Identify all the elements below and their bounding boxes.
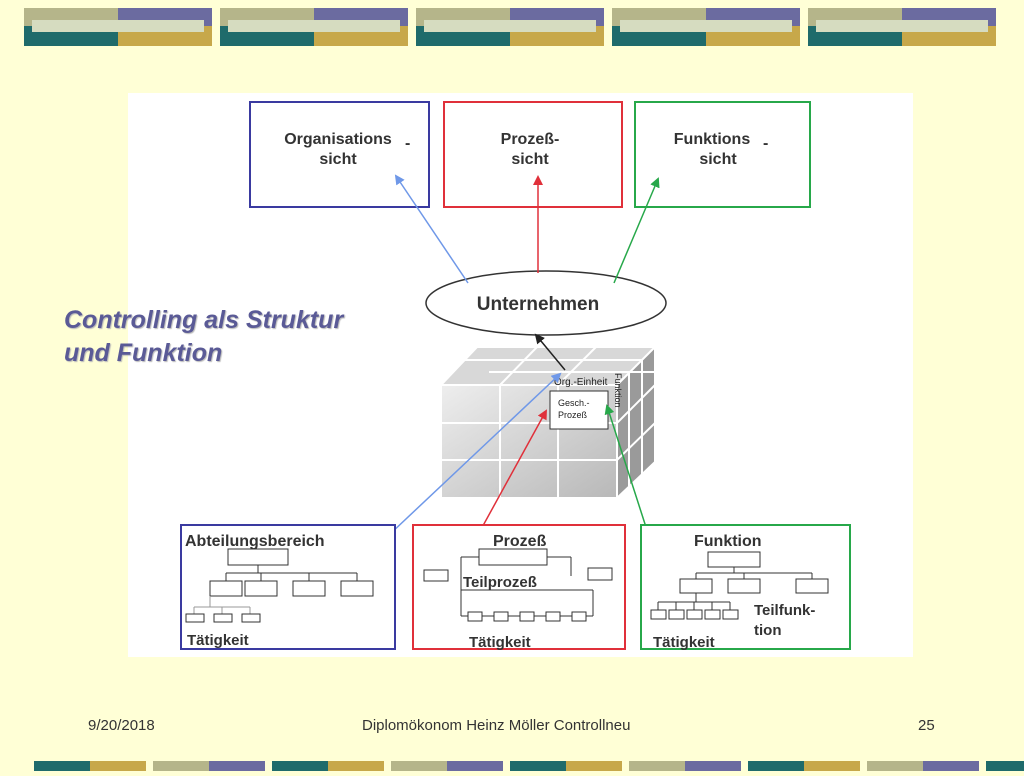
unternehmen-node: Unternehmen (425, 270, 667, 336)
bottom-decoration-block (804, 761, 860, 771)
funktion-title: Funktion (694, 533, 762, 550)
cube-gesch-line1: Gesch.- (558, 398, 590, 408)
arrow-to-organisation (394, 174, 469, 284)
arrow-cube-to-unternehmen (534, 333, 566, 371)
diagram: Organisations sicht - Prozeß- sicht Funk… (128, 93, 913, 657)
bottom-decoration-block (209, 761, 265, 771)
bottom-decoration-block (629, 761, 685, 771)
view-prozess-box (443, 101, 623, 208)
slide-title-line2: und Funktion (64, 339, 223, 367)
bottom-decoration-block (986, 761, 1024, 771)
arrow-to-funktion (613, 177, 660, 284)
bottom-decoration-block (685, 761, 741, 771)
top-decoration (0, 0, 1024, 50)
bottom-decoration-block (272, 761, 328, 771)
view-prozess-line1: Prozeß- (501, 131, 560, 148)
view-organisation-line1: Organisations (284, 131, 392, 148)
bottom-decoration-block (34, 761, 90, 771)
prozess-caption: Tätigkeit (469, 634, 531, 651)
bottom-decoration-block (447, 761, 503, 771)
prozess-sub: Teilprozeß (463, 574, 537, 591)
abteilung-caption: Tätigkeit (187, 632, 249, 649)
diagram-graphic: Organisations sicht - Prozeß- sicht Funk… (180, 101, 851, 651)
slide-title-line1: Controlling als Struktur (64, 306, 344, 334)
top-decoration-block (416, 8, 604, 46)
funktion-sub-line1: Teilfunk- (754, 602, 815, 619)
footer-center-text: Diplomökonom Heinz Möller Controllneu (362, 717, 631, 734)
unternehmen-ellipse (425, 270, 667, 336)
view-organisation-line2: sicht (319, 151, 357, 168)
cube-highlight-cell (549, 390, 609, 430)
unternehmen-label: Unternehmen (477, 294, 599, 315)
footer-page-number: 25 (918, 717, 935, 734)
view-prozess: Prozeß- sicht (443, 101, 623, 208)
bottom-decoration-block (391, 761, 447, 771)
prozess-title: Prozeß (493, 533, 547, 550)
top-decoration-block (24, 8, 212, 46)
bottom-decoration-block (748, 761, 804, 771)
view-prozess-line2: sicht (511, 151, 549, 168)
arrow-abteilung-to-cube (372, 372, 562, 551)
bottom-decoration-block (566, 761, 622, 771)
bottom-decoration-block (328, 761, 384, 771)
cube: Org.-Einheit Gesch.- Prozeß Funktion (438, 344, 667, 501)
bottom-decoration-block (867, 761, 923, 771)
cube-gesch-line2: Prozeß (558, 410, 588, 420)
box-prozess: Prozeß (412, 524, 626, 651)
bottom-decoration-block (923, 761, 979, 771)
view-funktion-box (634, 101, 811, 208)
view-funktion-dash: - (763, 135, 768, 152)
top-decoration-graphic (24, 8, 996, 46)
slide-title: Controlling als Struktur und Funktion (64, 304, 384, 370)
prozess-frame (412, 524, 626, 650)
box-abteilungsbereich: Abteilungsbereich (180, 524, 396, 650)
cube-funktion-side-label: Funktion (613, 373, 623, 408)
top-decoration-block (612, 8, 800, 46)
cube-org-einheit-label: Org.-Einheit (554, 377, 608, 388)
funktion-sub-line2: tion (754, 622, 782, 639)
funktion-caption: Tätigkeit (653, 634, 715, 651)
abteilung-title: Abteilungsbereich (185, 533, 325, 550)
view-organisation-dash: - (405, 135, 410, 152)
bottom-decoration-block (153, 761, 209, 771)
top-decoration-block (808, 8, 996, 46)
view-organisation-box (249, 101, 430, 208)
box-funktion: Funktion (640, 524, 851, 651)
view-funktion-line1: Funktions (674, 131, 751, 148)
bottom-decoration (0, 758, 1024, 771)
view-funktion-line2: sicht (699, 151, 737, 168)
view-organisation: Organisations sicht - (249, 101, 430, 208)
view-funktion: Funktions sicht - (634, 101, 811, 208)
top-decoration-block (220, 8, 408, 46)
bottom-decoration-graphic (34, 761, 1024, 771)
footer-date: 9/20/2018 (88, 717, 155, 734)
bottom-decoration-block (510, 761, 566, 771)
bottom-decoration-block (90, 761, 146, 771)
